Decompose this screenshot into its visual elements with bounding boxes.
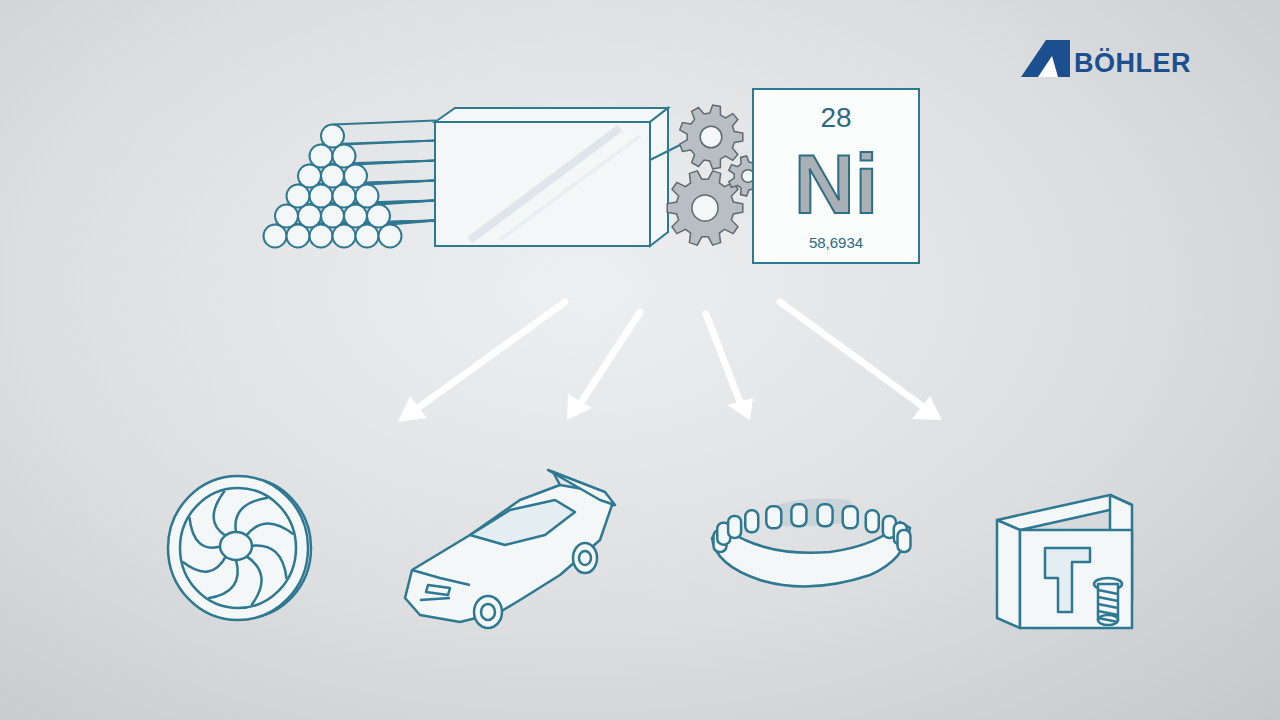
rod-line <box>379 201 437 205</box>
thread-line <box>1098 618 1118 622</box>
tooth <box>843 506 858 528</box>
rod-end <box>321 125 344 148</box>
rod-line <box>356 161 437 165</box>
mold-tool <box>997 495 1132 628</box>
rod-stack <box>264 121 437 248</box>
turbine-fan <box>168 476 311 620</box>
tooth <box>766 506 781 528</box>
tooth <box>728 516 741 538</box>
rod-line <box>344 141 436 145</box>
fan-blade <box>250 545 287 578</box>
fan-blade <box>208 560 237 598</box>
thread-line <box>1098 597 1118 601</box>
fan-blade <box>246 523 294 536</box>
tooth <box>791 504 806 526</box>
rod-line <box>367 181 436 185</box>
tooth <box>818 504 833 526</box>
arrows <box>398 302 942 422</box>
gear-hole <box>692 195 718 221</box>
fan-blade <box>214 491 227 536</box>
tooth <box>745 510 758 532</box>
steel-block <box>435 108 690 246</box>
thread-line <box>1098 611 1118 615</box>
fan-blade <box>189 517 222 547</box>
tooth <box>898 530 911 552</box>
sports-car <box>405 470 615 628</box>
thread-line <box>1098 590 1118 594</box>
fan-blade <box>235 498 267 532</box>
gear <box>680 105 743 169</box>
gear-hole <box>700 126 722 148</box>
tooth <box>866 510 879 532</box>
thread-line <box>1098 604 1118 608</box>
logo-mark <box>1021 40 1070 77</box>
element-box: 28Ni 58,6934 <box>752 88 920 264</box>
atomic-mass: 58,6934 <box>809 235 863 250</box>
rod-line <box>390 221 436 225</box>
element-symbol: Ni <box>794 142 878 226</box>
brand-logo-text: BÖHLER <box>1074 48 1191 79</box>
atomic-number: 28 <box>820 104 851 132</box>
denture <box>712 499 911 587</box>
rod-line <box>333 121 437 125</box>
fan-blade <box>183 556 227 572</box>
fan-blade <box>246 556 262 605</box>
